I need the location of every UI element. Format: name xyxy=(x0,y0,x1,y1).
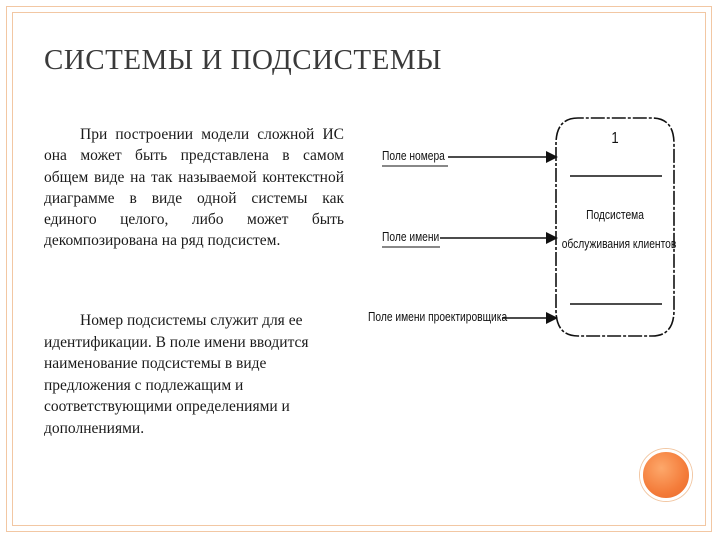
slide-title: СИСТЕМЫ И ПОДСИСТЕМЫ xyxy=(44,44,442,76)
label-name-field: Поле имени xyxy=(382,230,440,244)
paragraph-subsystem-number: Номер подсистемы служит для ее идентифик… xyxy=(44,312,309,437)
arrow-designer-head xyxy=(546,312,558,324)
diagram-shapes xyxy=(382,117,675,337)
slide-inner-frame xyxy=(12,12,706,526)
box-number: 1 xyxy=(611,130,619,147)
arrow-number-head xyxy=(546,151,558,163)
slide-outer-frame xyxy=(6,6,712,532)
box-name-line1: Подсистема xyxy=(586,208,644,222)
subsystem-diagram: Поле номера Поле имени Поле имени проект… xyxy=(360,104,680,354)
label-designer-field: Поле имени проектировщика xyxy=(368,310,508,324)
box-name-line2: обслуживания клиентов xyxy=(561,237,677,251)
decorative-orange-circle xyxy=(640,449,692,501)
paragraph-context-diagram: При построении модели сложной ИС она мож… xyxy=(44,126,344,250)
subsystem-box xyxy=(555,117,675,337)
label-number-field: Поле номера xyxy=(382,149,445,163)
arrow-name-head xyxy=(546,232,558,244)
